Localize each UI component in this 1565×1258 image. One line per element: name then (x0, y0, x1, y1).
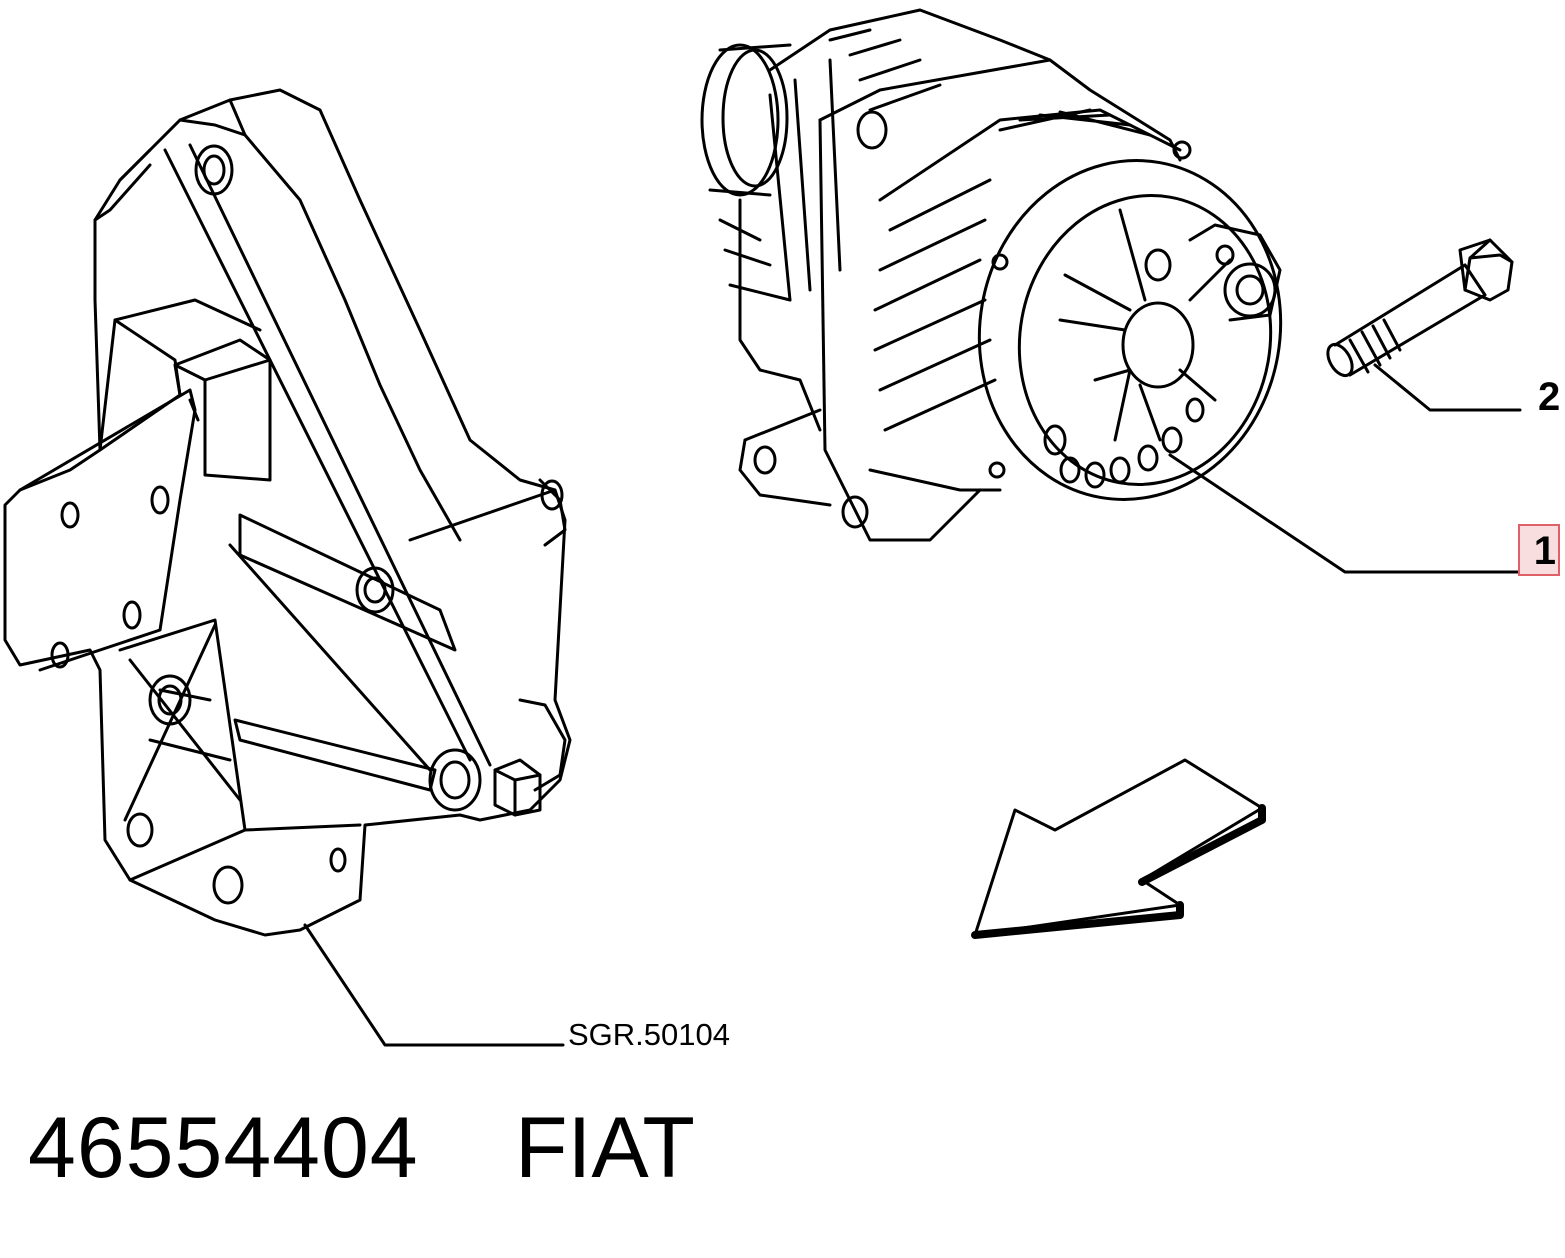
bracket-leader-line (303, 923, 565, 1047)
bolt-leader-line (1373, 363, 1522, 412)
alternator-drawing (700, 8, 1283, 542)
alternator-leader-line (1168, 453, 1522, 574)
bolt-drawing (1326, 238, 1514, 378)
mounting-bracket-drawing (3, 88, 572, 937)
brand-name: FIAT (515, 1100, 695, 1196)
callout-1-label[interactable]: 1 (1518, 524, 1560, 576)
callout-2-label[interactable]: 2 (1538, 375, 1561, 419)
group-reference-label: SGR.50104 (568, 1017, 730, 1052)
direction-arrow-icon (971, 758, 1266, 939)
part-number: 46554404 (28, 1100, 419, 1196)
